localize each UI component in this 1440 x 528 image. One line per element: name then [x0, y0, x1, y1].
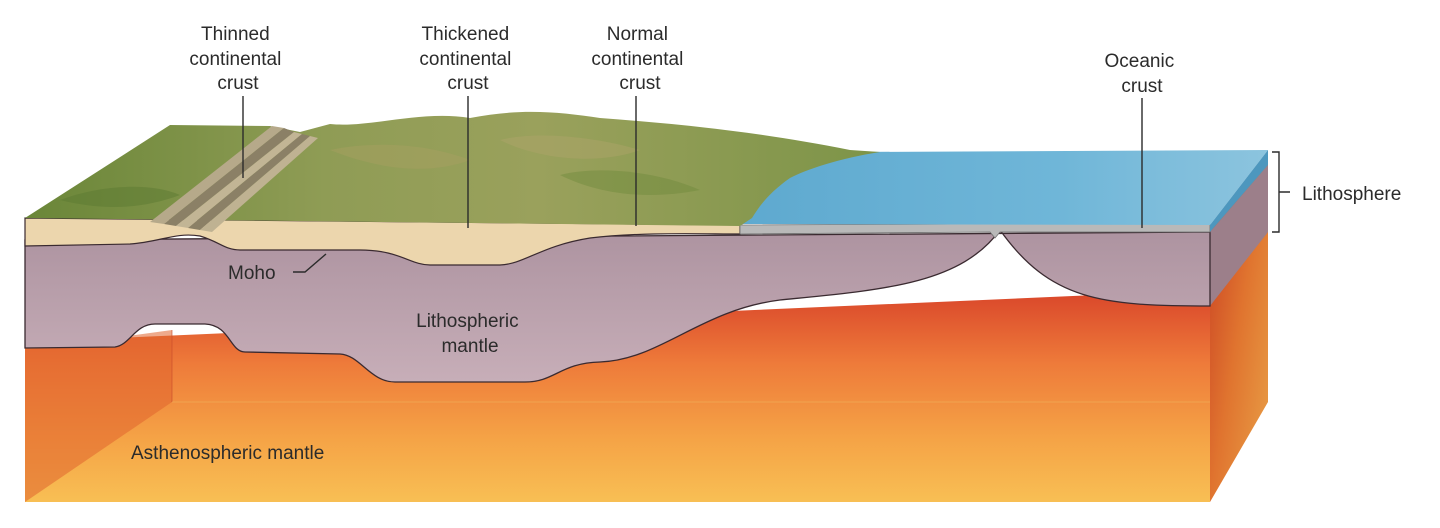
moho-leader — [293, 253, 327, 273]
land-surface — [25, 111, 880, 226]
asthenosphere-inner-shade — [25, 330, 172, 502]
ocean-surface — [740, 150, 1268, 225]
moho-label: Moho — [228, 263, 276, 284]
oceanic-crust-label: Oceanic crust — [1105, 51, 1180, 97]
lithosphere-right-side — [1210, 165, 1268, 306]
ocean-right-edge — [1210, 150, 1268, 232]
rift-ridges — [150, 126, 318, 232]
lithosphere-label: Lithosphere — [1302, 184, 1401, 205]
asthenospheric-mantle-label: Asthenospheric mantle — [131, 443, 324, 464]
thinned-crust-label: Thinned continental crust — [189, 24, 286, 94]
lithospheric-mantle-label: Lithospheric mantle — [416, 311, 524, 357]
thickened-crust-label: Thickened continental crust — [419, 24, 516, 94]
lithospheric-mantle — [24, 228, 1211, 383]
normal-crust-label: Normal continental crust — [591, 24, 688, 94]
lithosphere-bracket — [1272, 151, 1290, 233]
